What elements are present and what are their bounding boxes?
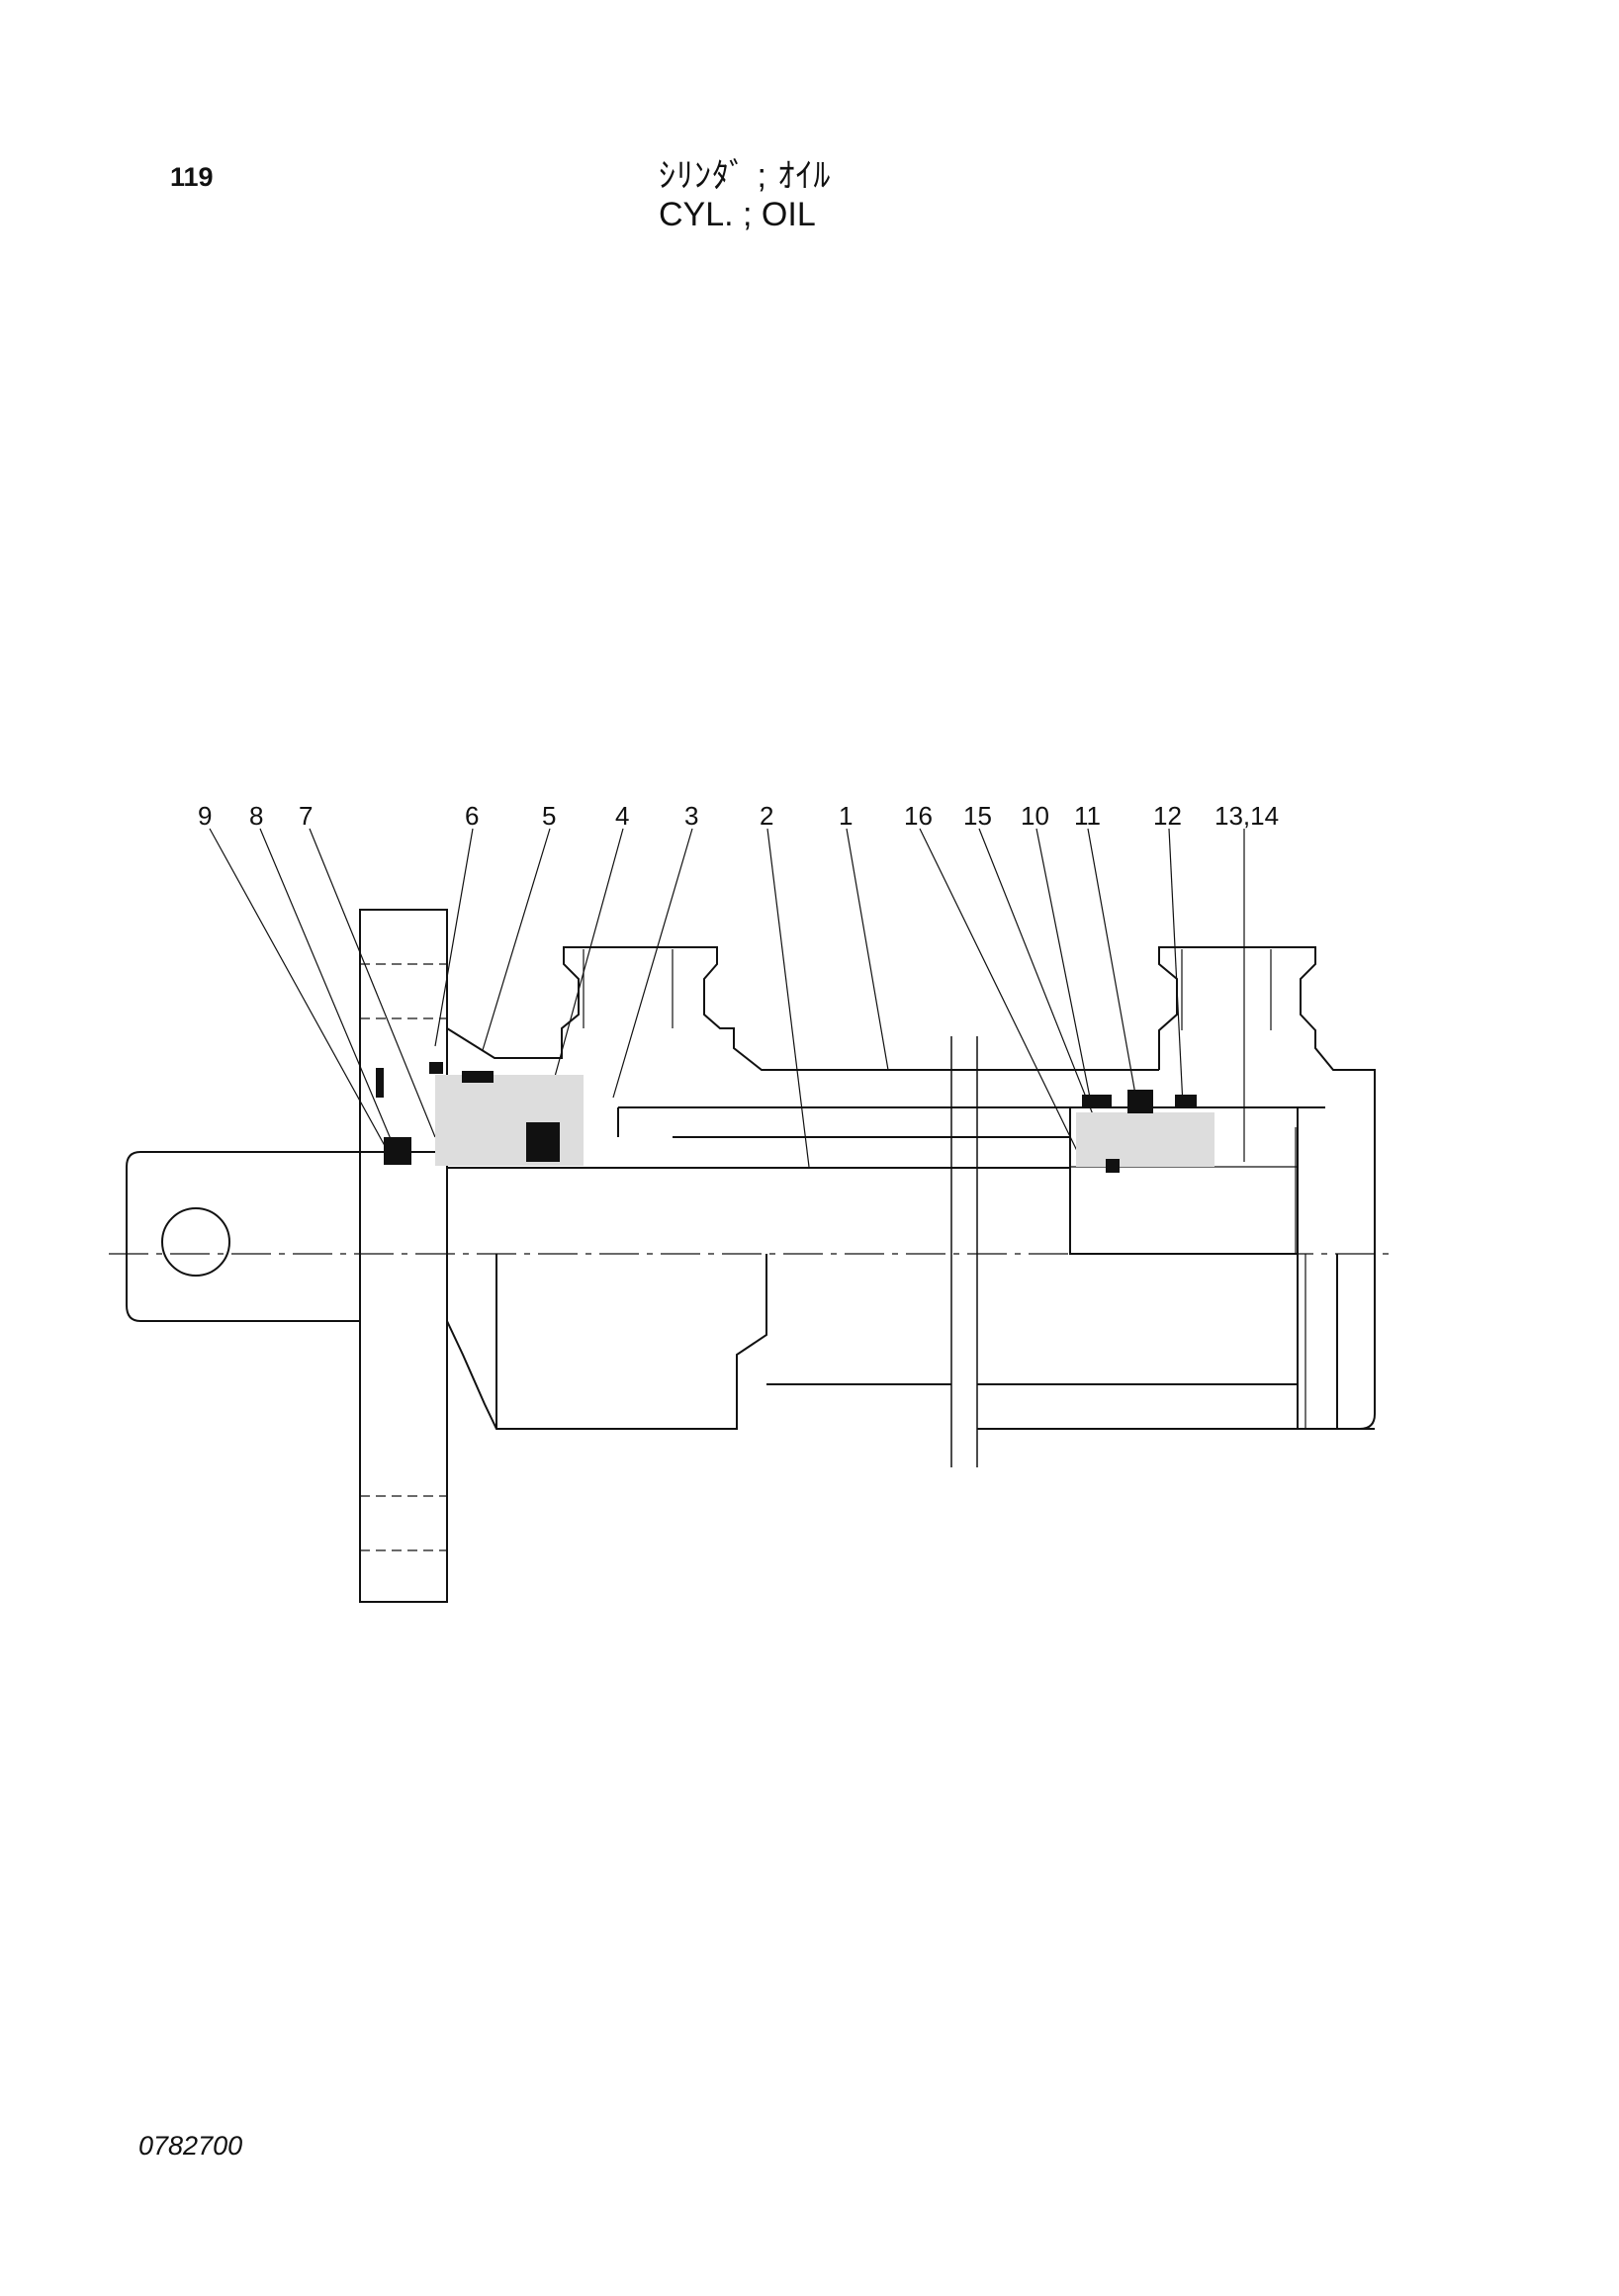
title-japanese: ｼﾘﾝﾀﾞ ; ｵｲﾙ [659,157,832,195]
callout-10: 10 [1021,801,1049,831]
piston-stipple [1076,1112,1214,1167]
rod-eye [127,1152,447,1321]
callout-8: 8 [249,801,263,831]
title-english: CYL. ; OIL [659,196,816,233]
callout-7: 7 [299,801,313,831]
callout-11: 11 [1074,801,1101,831]
callout-2: 2 [760,801,773,831]
callout-16: 16 [904,801,933,831]
callout-3: 3 [684,801,698,831]
page-number: 119 [170,162,214,192]
rod-guide-stipple [435,1075,584,1166]
callout-12: 12 [1153,801,1182,831]
document-code: 0782700 [138,2131,243,2161]
seal-9 [376,1068,384,1098]
callout-9: 9 [198,801,212,831]
callout-4: 4 [615,801,629,831]
callout-1: 1 [839,801,853,831]
callout-6: 6 [465,801,479,831]
callout-5: 5 [542,801,556,831]
seal-12 [1175,1095,1197,1106]
piston-nut-outline [1159,947,1375,1254]
seal-8 [384,1137,411,1165]
cylinder-head-outline [447,947,949,1070]
mounting-flange [360,910,447,1602]
callout-15: 15 [963,801,992,831]
seal-6 [429,1062,443,1074]
rod-eye-hole [162,1208,229,1276]
piston-body [1070,1107,1298,1254]
seal-15 [1106,1159,1120,1173]
seal-4 [526,1122,560,1162]
seal-11 [1127,1090,1153,1113]
seal-10 [1082,1095,1112,1106]
seal-5 [462,1071,494,1083]
cylinder-lower-outline [447,1254,766,1429]
callout-13-14: 13,14 [1214,801,1279,831]
